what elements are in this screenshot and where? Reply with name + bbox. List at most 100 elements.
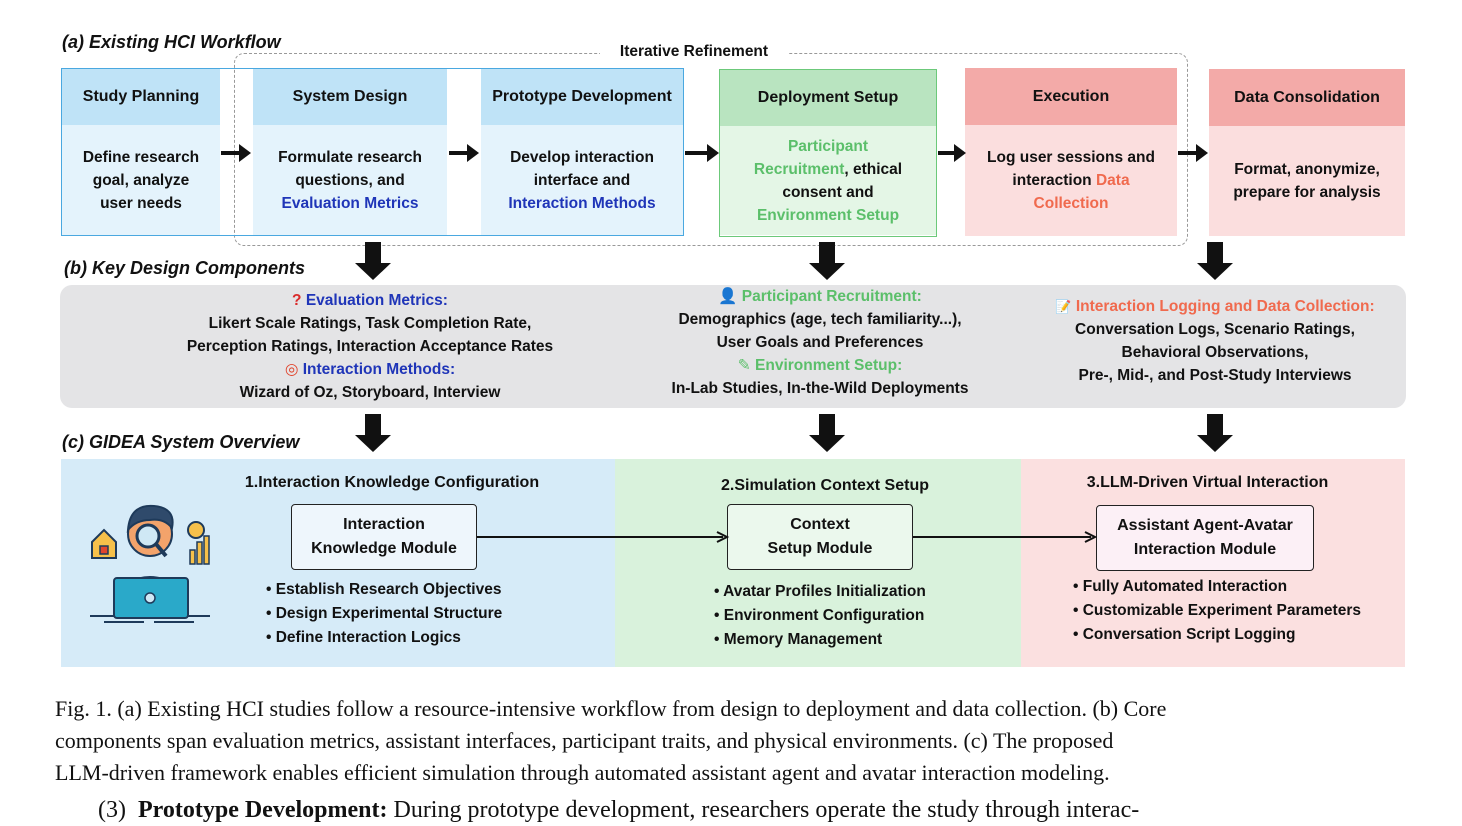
stage-body-line: user needs: [100, 194, 182, 212]
stage-body: Develop interaction interface and Intera…: [481, 125, 683, 235]
stage-deployment-setup: Deployment Setup Participant Recruitment…: [719, 69, 937, 237]
bullet-item: • Avatar Profiles Initialization: [714, 583, 926, 600]
module-label: Setup Module: [767, 540, 873, 557]
stage-study-planning: Study Planning Define research goal, ana…: [62, 69, 220, 235]
stage-execution: Execution Log user sessions and interact…: [965, 68, 1177, 236]
component-text-line: User Goals and Preferences: [716, 334, 924, 351]
collection-highlight: Collection: [1033, 195, 1109, 212]
stage-body: Formulate research questions, and Evalua…: [253, 125, 447, 235]
stage-system-design: System Design Formulate research questio…: [253, 69, 447, 235]
stage-body-line: Define research: [82, 148, 200, 166]
stage-body-line: interface and: [533, 171, 631, 189]
caption-line: LLM-driven framework enables efficient s…: [55, 760, 1110, 785]
flow-arrow: [449, 144, 479, 162]
target-icon: ◎: [284, 361, 299, 378]
component-text-line: Wizard of Oz, Storyboard, Interview: [239, 384, 501, 401]
environment-setup-highlight: Environment Setup: [756, 206, 900, 224]
paragraph-heading: Prototype Development:: [137, 797, 388, 823]
section-c-title: (c) GIDEA System Overview: [62, 432, 300, 452]
stage-body: Define research goal, analyze user needs: [62, 125, 220, 235]
down-arrow: [809, 414, 845, 452]
interaction-methods-heading: Interaction Methods:: [302, 361, 456, 378]
evaluation-metrics-highlight: Evaluation Metrics: [281, 194, 419, 212]
component-text-line: Demographics (age, tech familiarity...),: [678, 311, 962, 328]
panel-title: 1.Interaction Knowledge Configuration: [244, 474, 540, 491]
stage-body-line: questions, and: [295, 171, 405, 189]
flow-arrow: [1178, 144, 1208, 162]
component-text-line: Conversation Logs, Scenario Ratings,: [1075, 321, 1355, 338]
context-setup-module: Context Setup Module: [727, 504, 913, 570]
caption-line: components span evaluation metrics, assi…: [55, 728, 1114, 753]
bullet-item: • Customizable Experiment Parameters: [1073, 602, 1361, 619]
down-arrow: [355, 242, 391, 280]
bullet-item: • Conversation Script Logging: [1073, 626, 1296, 643]
stage-body-line: prepare for analysis: [1233, 184, 1381, 201]
stage-data-consolidation: Data Consolidation Format, anonymize, pr…: [1209, 69, 1405, 236]
evaluation-metrics-heading: Evaluation Metrics:: [305, 292, 448, 309]
paragraph-number: (3): [98, 797, 126, 823]
module-connector-arrows: [477, 531, 1097, 543]
stage-title: Prototype Development: [481, 69, 683, 125]
stage-title: Study Planning: [62, 69, 220, 125]
bullet-item: • Design Experimental Structure: [266, 605, 503, 622]
question-mark-icon: ?: [292, 292, 302, 309]
bullet-item: • Define Interaction Logics: [266, 629, 461, 646]
component-text-line: In-Lab Studies, In-the-Wild Deployments: [671, 380, 969, 397]
bullet-item: • Memory Management: [714, 631, 883, 648]
pencil-icon: ✎: [737, 357, 751, 374]
component-column-participant: 👤 Participant Recruitment: Demographics …: [620, 285, 1020, 400]
bullet-item: • Environment Configuration: [714, 607, 925, 624]
stage-body-line: Develop interaction: [510, 148, 654, 166]
interaction-knowledge-module: Interaction Knowledge Module: [291, 504, 477, 570]
key-components-band: [60, 285, 1406, 408]
stage-body: Participant Recruitment, ethical consent…: [720, 126, 936, 235]
component-column-logging: 📝 Interaction Logging and Data Collectio…: [1030, 295, 1400, 387]
module-label: Interaction: [343, 516, 425, 533]
interaction-logging-heading: Interaction Logging and Data Collection:: [1075, 298, 1375, 315]
module-label: Interaction Module: [1133, 541, 1277, 558]
environment-setup-heading: Environment Setup:: [755, 357, 903, 374]
component-text-line: Likert Scale Ratings, Task Completion Ra…: [208, 315, 532, 332]
panel-title: 3.LLM-Driven Virtual Interaction: [1086, 474, 1329, 491]
panel-bullets: • Fully Automated Interaction • Customiz…: [1073, 575, 1361, 647]
down-arrow: [355, 414, 391, 452]
person-icon: 👤: [718, 288, 738, 305]
stage-title: Execution: [965, 68, 1177, 125]
module-label: Context: [790, 516, 850, 533]
section-a-title: (a) Existing HCI Workflow: [62, 32, 281, 52]
interaction-methods-highlight: Interaction Methods: [508, 194, 656, 212]
stage-body-line: Log user sessions and: [987, 149, 1155, 166]
down-arrow: [1197, 242, 1233, 280]
stage-body-line: , ethical: [844, 160, 903, 178]
stage-title: System Design: [253, 69, 447, 125]
section-b-title: (b) Key Design Components: [64, 258, 306, 278]
stage-body-line: Format, anonymize,: [1234, 161, 1380, 178]
participant-highlight: Participant: [787, 137, 869, 155]
stage-body: Format, anonymize, prepare for analysis: [1209, 126, 1405, 236]
panel-title: 2.Simulation Context Setup: [720, 477, 929, 494]
stage-body-line: consent and: [782, 183, 874, 201]
assistant-avatar-module: Assistant Agent-Avatar Interaction Modul…: [1096, 505, 1314, 571]
module-label: Knowledge Module: [311, 540, 457, 557]
component-text-line: Behavioral Observations,: [1121, 344, 1309, 361]
stage-body-line: goal, analyze: [92, 171, 190, 189]
panel-bullets: • Establish Research Objectives • Design…: [266, 578, 502, 650]
panel-bullets: • Avatar Profiles Initialization • Envir…: [714, 580, 926, 652]
iterative-refinement-label: Iterative Refinement: [600, 43, 788, 61]
stage-title: Deployment Setup: [720, 70, 936, 126]
stage-body: Log user sessions and interaction Data C…: [965, 125, 1177, 236]
stage-title: Data Consolidation: [1209, 69, 1405, 126]
flow-arrow: [938, 144, 966, 162]
participant-recruitment-heading: Participant Recruitment:: [741, 288, 922, 305]
paragraph-text: During prototype development, researcher…: [387, 797, 1140, 823]
caption-line: Fig. 1. (a) Existing HCI studies follow …: [55, 696, 1167, 721]
figure-caption: Fig. 1. (a) Existing HCI studies follow …: [55, 693, 1415, 789]
bullet-item: • Establish Research Objectives: [266, 581, 502, 598]
down-arrow: [809, 242, 845, 280]
stage-prototype-development: Prototype Development Develop interactio…: [481, 69, 683, 235]
bullet-item: • Fully Automated Interaction: [1073, 578, 1288, 595]
data-highlight: Data: [1095, 172, 1130, 189]
researcher-illustration: [90, 504, 210, 623]
flow-arrow: [221, 144, 251, 162]
next-paragraph: (3) Prototype Development: During protot…: [98, 794, 1418, 826]
